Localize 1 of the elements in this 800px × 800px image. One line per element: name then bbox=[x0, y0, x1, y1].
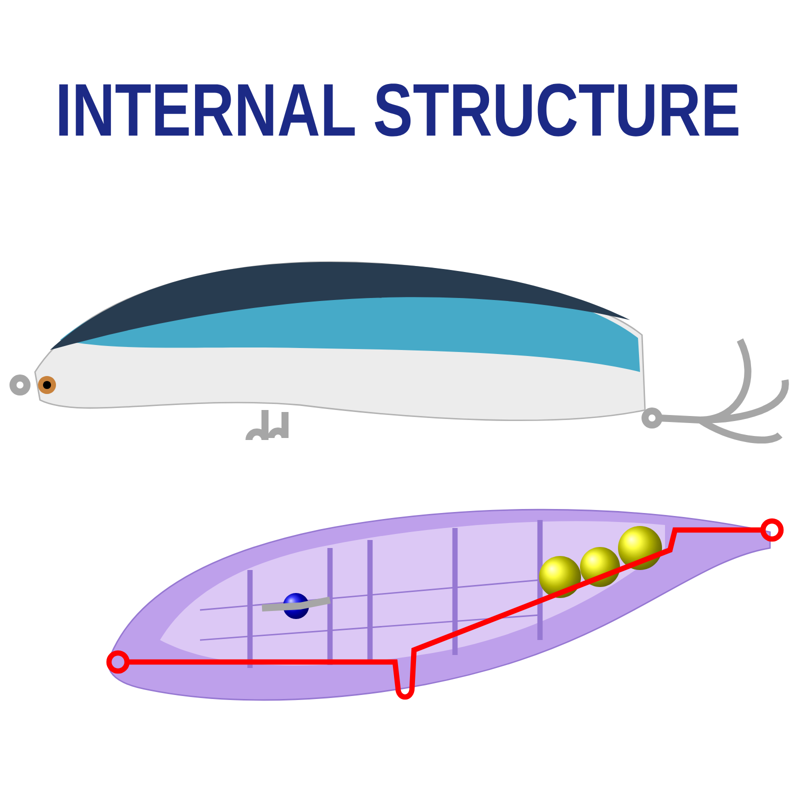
title: INTERNAL STRUCTURE bbox=[59, 84, 738, 136]
